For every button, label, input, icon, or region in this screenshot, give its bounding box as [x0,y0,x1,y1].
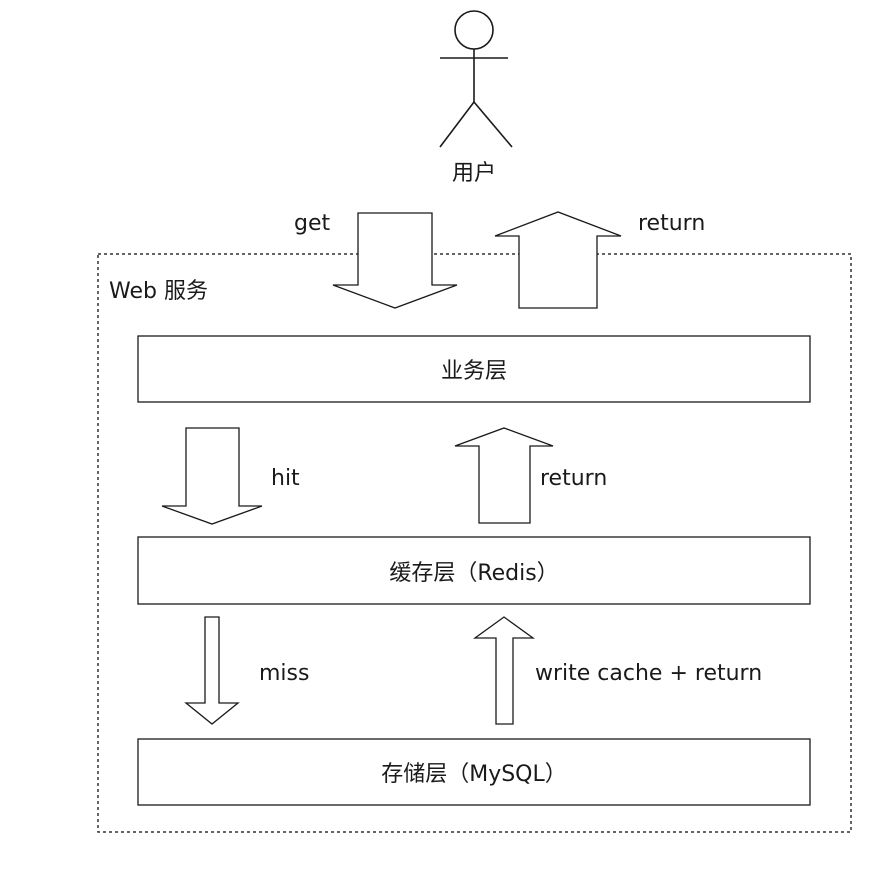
business-layer-box [137,335,811,403]
business-layer-label: 业务层 [441,359,507,384]
cache-layer-label: 缓存层（Redis） [389,561,558,586]
return-mid-label: return [540,466,607,491]
user-actor-icon [439,10,513,148]
get-arrow-icon [332,212,458,309]
web-service-label: Web 服务 [109,279,208,304]
web-service-container [97,253,852,833]
miss-label: miss [259,661,309,686]
cache-layer-box [137,536,811,605]
storage-layer-label: 存储层（MySQL） [381,762,567,787]
hit-label: hit [271,466,300,491]
write-cache-return-label: write cache + return [535,661,762,686]
write-cache-arrow-icon [472,616,536,725]
storage-layer-box [137,738,811,806]
return-top-label: return [638,211,705,236]
return-mid-arrow-icon [454,427,554,524]
get-label: get [294,211,331,236]
hit-arrow-icon [161,427,263,525]
return-top-arrow-icon [494,211,622,309]
user-label: 用户 [452,161,496,186]
miss-arrow-icon [184,616,240,725]
